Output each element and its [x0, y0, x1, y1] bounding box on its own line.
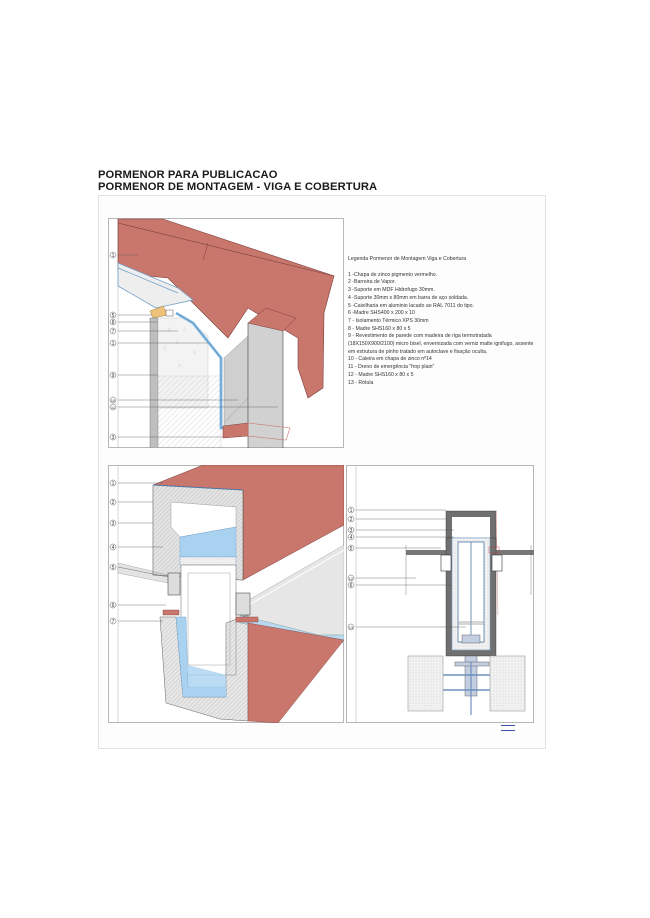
- svg-text:11: 11: [111, 405, 116, 410]
- svg-text:5: 5: [350, 546, 353, 552]
- legend-item: 6 -Madre SHS400 x 200 x 10: [348, 310, 415, 317]
- svg-text:△: △: [176, 339, 180, 344]
- svg-text:7: 7: [112, 619, 115, 625]
- svg-text:△: △: [168, 326, 172, 331]
- svg-text:△: △: [193, 349, 197, 354]
- axonometric-beam-detail: 1 2 3 4 5 6 7: [108, 465, 344, 723]
- svg-text:1: 1: [112, 341, 115, 347]
- roof-section-detail: △ △ △ △ △ △ 1 5 8 7 1: [108, 218, 344, 448]
- svg-text:4: 4: [350, 535, 353, 541]
- svg-text:3: 3: [112, 521, 115, 527]
- svg-text:2: 2: [350, 517, 353, 523]
- svg-text:3: 3: [350, 528, 353, 534]
- svg-text:6: 6: [112, 603, 115, 609]
- legend-item: 3 -Suporte em MDF Hidrofugo 30mm.: [348, 287, 435, 294]
- scale-stamp: [501, 725, 515, 731]
- legend-title: Legenda Pormenor de Montagem Viga e Cobe…: [348, 256, 467, 262]
- svg-text:6: 6: [350, 583, 353, 589]
- svg-text:9: 9: [112, 373, 115, 379]
- svg-text:3: 3: [112, 435, 115, 441]
- svg-text:5: 5: [112, 565, 115, 571]
- title-line-1: PORMENOR PARA PUBLICACAO: [98, 169, 278, 181]
- title-line-2: PORMENOR DE MONTAGEM - VIGA E COBERTURA: [98, 181, 378, 193]
- legend-item: 8 - Madre SHS160 x 80 x 5: [348, 325, 411, 332]
- beam-section-detail: 1 2 3 4 5 12 6 13: [346, 465, 534, 723]
- legend-item: 4 -Suporte 30mm x 80mm em barra de aço s…: [348, 294, 469, 301]
- legend-item: 13 - Rótula: [348, 379, 374, 386]
- svg-text:4: 4: [112, 545, 115, 551]
- legend-item: 1 -Chapa de zinco pigmento vermelho.: [348, 271, 438, 278]
- svg-text:5: 5: [112, 313, 115, 319]
- svg-text:1: 1: [112, 253, 115, 259]
- svg-text:1: 1: [112, 481, 115, 487]
- svg-text:7: 7: [112, 329, 115, 335]
- legend-item: 11 - Dreno de emergência "frop plain": [348, 364, 435, 371]
- svg-text:△: △: [183, 326, 187, 331]
- legend: Legenda Pormenor de Montagem Viga e Cobe…: [348, 256, 538, 387]
- svg-text:△: △: [163, 344, 167, 349]
- legend-item: 9 - Revestimento de parede com madeira d…: [348, 333, 534, 355]
- svg-text:8: 8: [112, 320, 115, 326]
- legend-item: 12 - Madre SHS160 x 80 x 5: [348, 371, 414, 378]
- svg-text:△: △: [178, 362, 182, 367]
- svg-text:12: 12: [349, 576, 354, 581]
- svg-text:13: 13: [349, 625, 354, 630]
- svg-text:10: 10: [111, 398, 116, 403]
- svg-text:1: 1: [350, 508, 353, 514]
- svg-text:2: 2: [112, 500, 115, 506]
- legend-item: 10 - Caleira em chapa de zinco nº14: [348, 356, 432, 363]
- legend-item: 7 - Isolamento Térmico XPS 30mm: [348, 317, 429, 324]
- legend-item: 5 -Caixilharia em aluminio lacado ao RAL…: [348, 302, 475, 309]
- legend-item: 2 -Barreira de Vapor.: [348, 279, 396, 286]
